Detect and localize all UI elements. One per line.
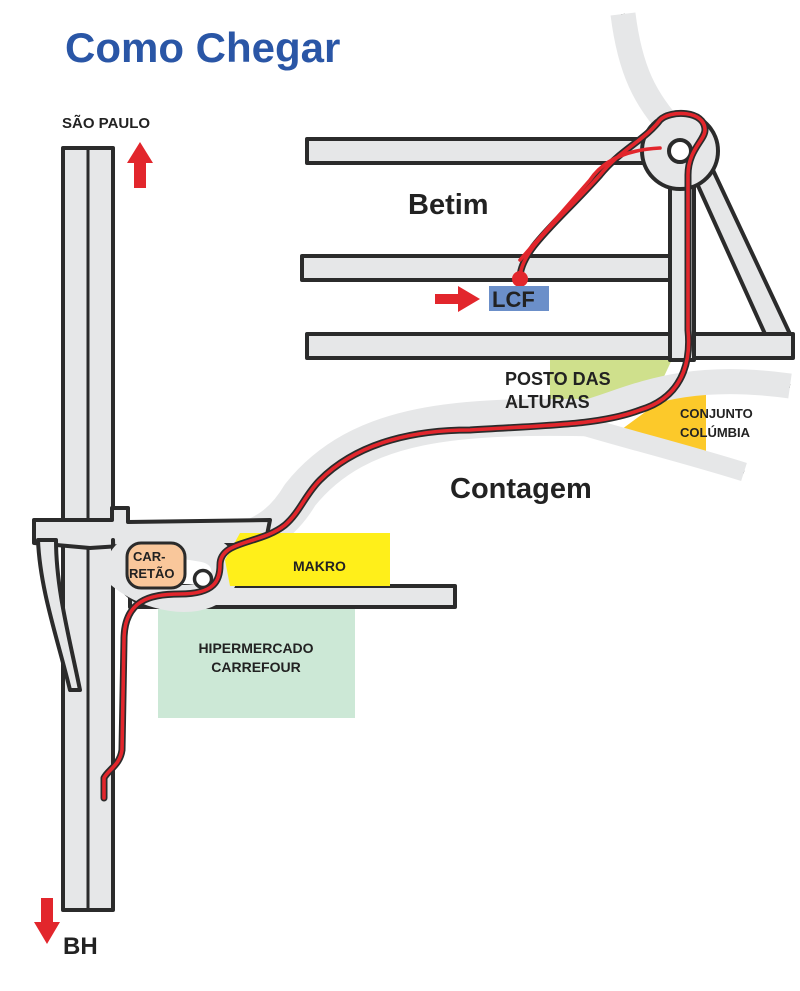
carrefour-label-line2: CARREFOUR: [211, 659, 300, 675]
conjunto-label-line1: CONJUNTO: [680, 406, 753, 421]
posto-das-alturas-area: [550, 353, 675, 408]
makro-label: MAKRO: [293, 558, 346, 574]
carrefour-label-line1: HIPERMERCADO: [198, 640, 313, 656]
lcf-label: LCF: [492, 287, 535, 312]
conjunto-label-line2: COLÚMBIA: [680, 425, 751, 440]
conjunto-columbia-area: [618, 385, 706, 456]
betim-streets: [300, 137, 795, 360]
sao-paulo-label: SÃO PAULO: [62, 114, 150, 132]
destination-marker: [512, 271, 528, 287]
arrow-down-icon: [34, 898, 60, 944]
posto-label-line2: ALTURAS: [505, 392, 590, 412]
contagem-label: Contagem: [450, 473, 592, 505]
carrefour-area: [158, 607, 355, 718]
roundabout: [640, 111, 720, 191]
makro-area: [225, 533, 390, 586]
lcf-highlight: [489, 286, 549, 311]
betim-label: Betim: [408, 189, 489, 221]
posto-label-line1: POSTO DAS: [505, 369, 611, 389]
bh-label: BH: [63, 933, 98, 960]
route-path: [100, 109, 709, 802]
carretao-label-line1: CAR-: [133, 549, 166, 564]
east-diagonal-road: [688, 166, 792, 336]
arrow-right-icon: [435, 286, 480, 312]
carretao-label-line2: RETÃO: [129, 566, 175, 581]
page-title: Como Chegar: [65, 24, 340, 71]
arrow-up-icon: [127, 142, 153, 188]
carretao-area: [125, 541, 187, 590]
